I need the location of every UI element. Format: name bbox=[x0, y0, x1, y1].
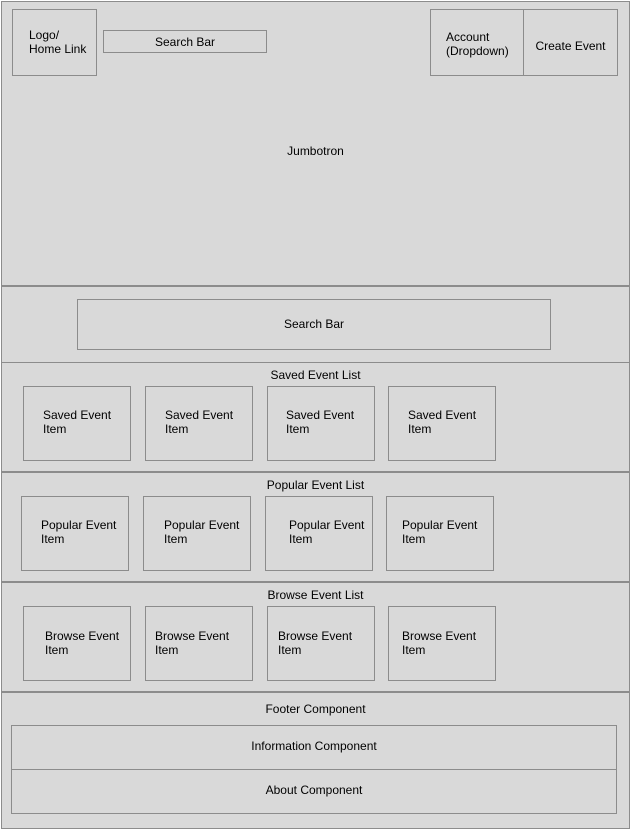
jumbotron-label: Jumbotron bbox=[287, 144, 344, 158]
popular-event-list-title: Popular Event List bbox=[266, 478, 365, 492]
main-search-bar[interactable]: Search Bar bbox=[77, 299, 551, 350]
information-component: Information Component bbox=[11, 725, 617, 770]
about-component-label: About Component bbox=[265, 783, 363, 797]
popular-event-item[interactable]: Popular Event Item bbox=[21, 496, 129, 571]
saved-event-item-label: Saved Event Item bbox=[408, 408, 477, 436]
popular-event-item-label: Popular Event Item bbox=[41, 518, 117, 546]
browse-event-item-label: Browse Event Item bbox=[402, 629, 477, 657]
information-component-label: Information Component bbox=[251, 739, 377, 753]
saved-event-list-title: Saved Event List bbox=[270, 368, 361, 382]
saved-event-item-label: Saved Event Item bbox=[165, 408, 234, 436]
browse-event-item-label: Browse Event Item bbox=[155, 629, 230, 657]
about-component: About Component bbox=[11, 769, 617, 814]
header-search-bar[interactable]: Search Bar bbox=[103, 30, 267, 53]
browse-event-list-title: Browse Event List bbox=[267, 588, 364, 602]
logo-home-link[interactable]: Logo/ Home Link bbox=[12, 9, 97, 76]
popular-event-item[interactable]: Popular Event Item bbox=[143, 496, 251, 571]
browse-event-item[interactable]: Browse Event Item bbox=[23, 606, 131, 681]
popular-event-item[interactable]: Popular Event Item bbox=[386, 496, 494, 571]
saved-event-item[interactable]: Saved Event Item bbox=[145, 386, 253, 461]
saved-event-item[interactable]: Saved Event Item bbox=[23, 386, 131, 461]
logo-label: Logo/ Home Link bbox=[29, 28, 87, 56]
main-search-label: Search Bar bbox=[283, 317, 345, 331]
popular-event-item-label: Popular Event Item bbox=[289, 518, 365, 546]
saved-event-item[interactable]: Saved Event Item bbox=[388, 386, 496, 461]
popular-event-item-label: Popular Event Item bbox=[164, 518, 240, 546]
header-search-label: Search Bar bbox=[154, 35, 216, 49]
browse-event-item-label: Browse Event Item bbox=[278, 629, 353, 657]
create-event-button[interactable]: Create Event bbox=[523, 9, 618, 76]
create-event-label: Create Event bbox=[535, 39, 606, 53]
browse-event-item[interactable]: Browse Event Item bbox=[388, 606, 496, 681]
footer-title: Footer Component bbox=[265, 702, 366, 716]
browse-event-item[interactable]: Browse Event Item bbox=[267, 606, 375, 681]
popular-event-item-label: Popular Event Item bbox=[402, 518, 478, 546]
account-dropdown[interactable]: Account (Dropdown) bbox=[430, 9, 524, 76]
popular-event-item[interactable]: Popular Event Item bbox=[265, 496, 373, 571]
browse-event-item-label: Browse Event Item bbox=[45, 629, 120, 657]
saved-event-item-label: Saved Event Item bbox=[43, 408, 112, 436]
saved-event-item-label: Saved Event Item bbox=[286, 408, 355, 436]
browse-event-item[interactable]: Browse Event Item bbox=[145, 606, 253, 681]
account-label: Account (Dropdown) bbox=[446, 30, 509, 58]
saved-event-item[interactable]: Saved Event Item bbox=[267, 386, 375, 461]
